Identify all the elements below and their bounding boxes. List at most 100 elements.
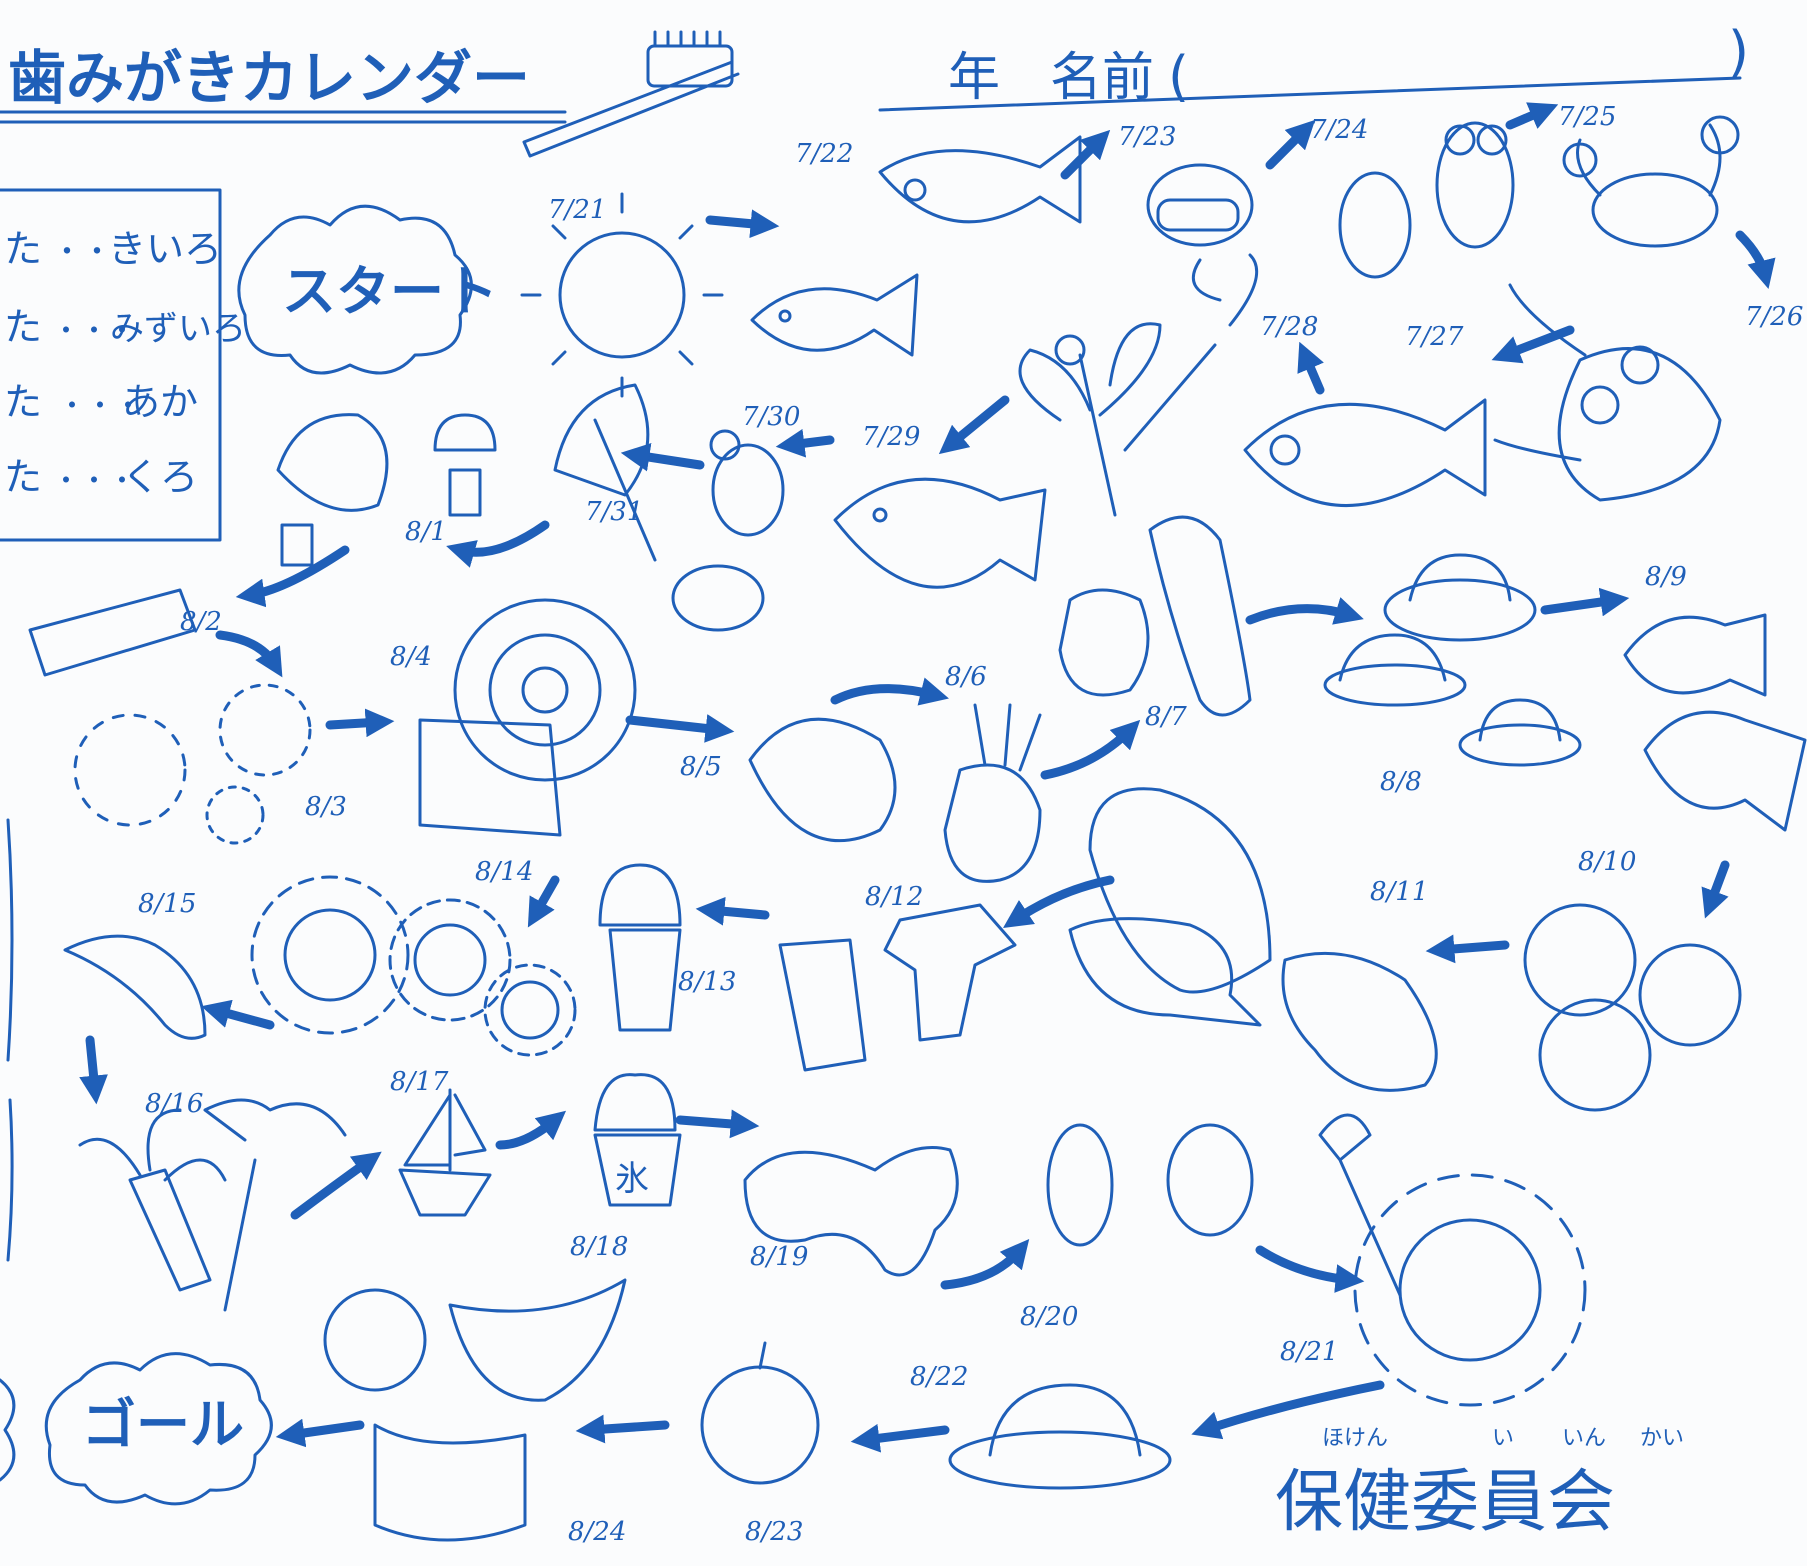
date-label: 8/10: [1578, 847, 1636, 877]
palm-tree-icon: [78, 1098, 347, 1312]
apple-icon: [700, 1341, 820, 1485]
start-label: スタート: [282, 260, 498, 323]
lollipop-icon: [418, 598, 637, 837]
firecracker-icon: [28, 588, 197, 677]
watermelon-icon: [323, 1278, 627, 1542]
legend-label-3: た: [4, 380, 42, 424]
diver-icon: [1146, 163, 1254, 247]
date-label: 8/8: [1380, 767, 1422, 797]
svg-text:氷: 氷: [615, 1159, 649, 1199]
grade-label: 年: [948, 48, 1000, 108]
date-label: 8/13: [678, 967, 736, 997]
date-label: 8/5: [680, 752, 722, 782]
crab-icon: [1562, 115, 1740, 248]
color-legend: た ・・ きいろ た ・・・ みずいろ た ・・・ あか た ・・・ くろ: [0, 188, 246, 542]
ruby-ho-ken: ほけん: [1322, 1426, 1388, 1451]
parasol-icon: [553, 383, 657, 562]
date-label: 8/21: [1280, 1337, 1338, 1367]
date-label: 7/24: [1310, 115, 1368, 145]
sunflower-icon: [1353, 1173, 1587, 1407]
name-paren-close: ): [1728, 20, 1749, 83]
legend-color-black: くろ: [122, 455, 198, 499]
date-label: 8/1: [405, 517, 447, 547]
goal-label: ゴール: [82, 1393, 244, 1456]
fish-icon: [833, 477, 1047, 589]
date-label: 8/12: [865, 882, 923, 912]
legend-color-red: あか: [122, 380, 198, 424]
shaved-ice-icon: 氷: [593, 1073, 682, 1207]
fish-icon: [1623, 613, 1807, 832]
ruby-in: いん: [1562, 1426, 1606, 1451]
ice-cream-icon: [598, 863, 682, 1032]
turtle-icon: [671, 429, 785, 632]
vegetable-icon: [1058, 515, 1252, 717]
date-label: 8/20: [1020, 1302, 1078, 1332]
date-label: 7/27: [1405, 322, 1464, 352]
date-label: 8/4: [390, 642, 432, 672]
legend-label-2: た: [4, 305, 42, 349]
fish-icon: [748, 717, 897, 843]
date-labels: 7/21 7/22 7/23 7/24 7/25 7/26 7/27 7/28 …: [138, 102, 1803, 1547]
beetle-icon: [1046, 1113, 1402, 1297]
legend-label-1: た: [4, 227, 42, 271]
legend-label-4: た: [4, 455, 42, 499]
fireworks-icon: [73, 683, 312, 845]
date-label: 8/7: [1145, 702, 1187, 732]
fish-icon: [1243, 398, 1487, 508]
date-label: 8/23: [745, 1517, 803, 1547]
svg-text:・・: ・・: [52, 235, 112, 270]
name-paren-open: (: [1168, 45, 1189, 108]
legend-color-lightblue: みずいろ: [110, 309, 246, 349]
date-label: 8/6: [945, 662, 987, 692]
dolphin-icon: [63, 934, 207, 1040]
ruby-i: い: [1492, 1426, 1514, 1451]
cicada-icon: [1338, 121, 1515, 279]
date-label: 8/14: [475, 857, 533, 887]
name-label: 名前: [1050, 48, 1154, 108]
date-label: 8/3: [305, 792, 347, 822]
date-label: 7/30: [742, 402, 800, 432]
date-label: 8/19: [750, 1242, 808, 1272]
date-label: 7/28: [1260, 312, 1318, 342]
committee-signature: ほけん い いん かい 保健委員会: [1275, 1426, 1684, 1542]
date-label: 8/2: [180, 607, 222, 637]
windchime-icon: [276, 413, 497, 567]
page-title: 歯みがきカレンダー: [8, 44, 530, 112]
svg-text:・・・: ・・・: [58, 389, 142, 422]
date-label: 7/23: [1118, 122, 1176, 152]
goldfish-icon: [743, 1146, 959, 1277]
straw-hat-icon: [948, 1383, 1172, 1490]
dragonfly-icon: [1018, 253, 1259, 517]
whale-icon: [1068, 787, 1438, 1092]
committee-name: 保健委員会: [1275, 1463, 1615, 1542]
ruby-kai: かい: [1640, 1426, 1684, 1451]
date-label: 8/22: [910, 1362, 968, 1392]
toothbrush-icon: [522, 30, 740, 158]
date-label: 7/31: [585, 497, 643, 527]
fish-icon: [750, 135, 1082, 357]
pineapple-icon: [943, 703, 1042, 883]
frog-icon: [1493, 283, 1722, 502]
date-label: 7/25: [1558, 102, 1616, 132]
date-label: 8/11: [1370, 877, 1428, 907]
date-label: 7/22: [795, 139, 853, 169]
hat-icon: [1323, 553, 1582, 767]
sunflower-icon: [250, 875, 577, 1057]
svg-text:・・・: ・・・: [52, 464, 136, 497]
sailboat-icon: [398, 1088, 492, 1217]
svg-text:・・・: ・・・: [52, 314, 136, 347]
legend-color-yellow: きいろ: [108, 227, 222, 271]
start-badge: スタート: [237, 204, 498, 375]
date-label: 7/29: [862, 422, 920, 452]
date-label: 8/15: [138, 889, 196, 919]
goal-badge: ゴール: [44, 1352, 273, 1506]
date-label: 8/17: [390, 1067, 449, 1097]
date-label: 7/26: [1745, 302, 1803, 332]
date-label: 8/16: [145, 1089, 203, 1119]
margin-doodle: [6, 818, 14, 1262]
sweets-icon: [1523, 903, 1742, 1112]
name-field-line[interactable]: [878, 76, 1742, 112]
path-arrows: [79, 102, 1776, 1453]
date-label: 7/21: [548, 195, 606, 225]
